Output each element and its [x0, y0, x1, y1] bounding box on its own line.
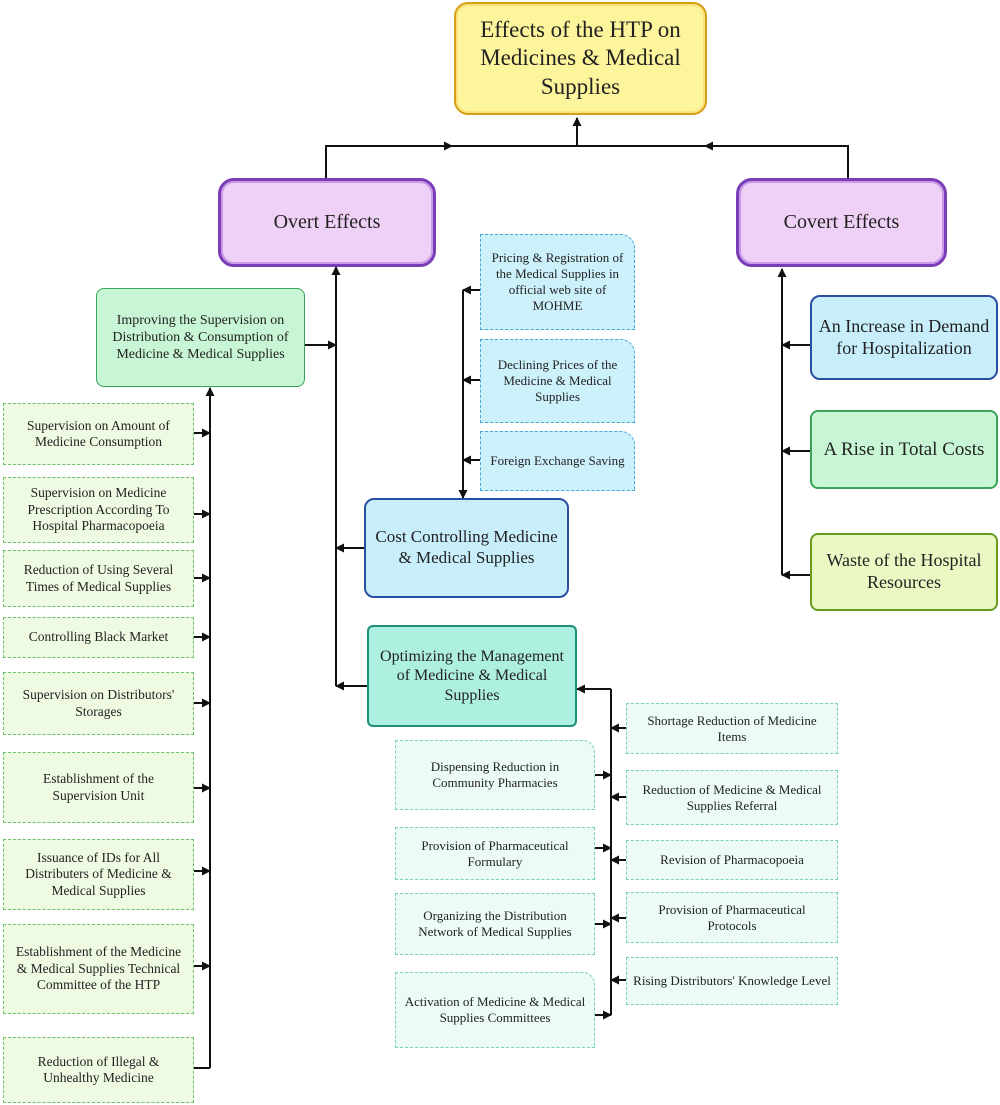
supervision-item: Supervision on Medicine Prescription Acc… [3, 477, 194, 543]
optimizing-management-label: Optimizing the Management of Medicine & … [380, 647, 564, 704]
cost-item-label: Foreign Exchange Saving [490, 453, 625, 469]
optimizing-item-label: Reduction of Medicine & Medical Supplies… [642, 781, 822, 813]
supervision-item: Supervision on Amount of Medicine Consum… [3, 403, 194, 465]
covert-item: Waste of the Hospital Resources [810, 533, 998, 611]
optimizing-item-label: Revision of Pharmacopoeia [660, 852, 804, 868]
supervision-item: Controlling Black Market [3, 617, 194, 658]
diagram-title-text: Effects of the HTP on Medicines & Medica… [480, 17, 681, 99]
cost-item-label: Pricing & Registration of the Medical Su… [491, 250, 624, 313]
cost-item-label: Declining Prices of the Medicine & Medic… [497, 357, 618, 404]
cost-item: Declining Prices of the Medicine & Medic… [480, 339, 635, 423]
optimizing-item-label: Organizing the Distribution Network of M… [418, 908, 572, 939]
diagram-title: Effects of the HTP on Medicines & Medica… [454, 2, 707, 115]
covert-item-label: A Rise in Total Costs [823, 438, 985, 460]
supervision-item-label: Controlling Black Market [28, 629, 169, 645]
covert-item: An Increase in Demand for Hospitalizatio… [810, 295, 998, 380]
optimizing-item: Dispensing Reduction in Community Pharma… [395, 740, 595, 810]
supervision-item: Reduction of Using Several Times of Medi… [3, 550, 194, 607]
optimizing-item: Shortage Reduction of Medicine Items [626, 703, 838, 754]
optimizing-item-label: Rising Distributors' Knowledge Level [633, 973, 831, 989]
optimizing-item-label: Provision of Pharmaceutical Protocols [658, 901, 806, 933]
supervision-item: Reduction of Illegal & Unhealthy Medicin… [3, 1037, 194, 1103]
optimizing-item-label: Activation of Medicine & Medical Supplie… [404, 994, 586, 1025]
supervision-item-label: Reduction of Illegal & Unhealthy Medicin… [37, 1053, 160, 1085]
optimizing-item: Provision of Pharmaceutical Protocols [626, 892, 838, 943]
cost-item: Foreign Exchange Saving [480, 431, 635, 491]
cost-item: Pricing & Registration of the Medical Su… [480, 234, 635, 330]
supervision-item-label: Supervision on Amount of Medicine Consum… [27, 417, 170, 449]
optimizing-item: Provision of Pharmaceutical Formulary [395, 827, 595, 880]
optimizing-item: Revision of Pharmacopoeia [626, 840, 838, 880]
optimizing-item-label: Dispensing Reduction in Community Pharma… [430, 759, 560, 790]
improving-supervision-node: Improving the Supervision on Distributio… [96, 288, 305, 387]
optimizing-management-node: Optimizing the Management of Medicine & … [367, 625, 577, 727]
improving-supervision-label: Improving the Supervision on Distributio… [112, 312, 289, 363]
supervision-item-label: Supervision on Distributors' Storages [22, 687, 175, 719]
overt-effects-node: Overt Effects [218, 178, 436, 267]
supervision-item-label: Establishment of the Supervision Unit [43, 771, 154, 803]
optimizing-item-label: Provision of Pharmaceutical Formulary [421, 837, 569, 869]
optimizing-item-label: Shortage Reduction of Medicine Items [647, 712, 817, 744]
supervision-item: Establishment of the Supervision Unit [3, 752, 194, 823]
supervision-item: Establishment of the Medicine & Medical … [3, 924, 194, 1014]
supervision-item-label: Establishment of the Medicine & Medical … [15, 944, 182, 993]
supervision-item-label: Issuance of IDs for All Distributers of … [25, 849, 172, 898]
covert-item-label: An Increase in Demand for Hospitalizatio… [818, 315, 990, 358]
covert-item: A Rise in Total Costs [810, 410, 998, 489]
supervision-item: Issuance of IDs for All Distributers of … [3, 839, 194, 910]
overt-effects-label: Overt Effects [273, 211, 381, 234]
covert-effects-node: Covert Effects [736, 178, 947, 267]
supervision-item-label: Reduction of Using Several Times of Medi… [23, 562, 174, 594]
cost-controlling-label: Cost Controlling Medicine & Medical Supp… [375, 527, 558, 567]
optimizing-item: Reduction of Medicine & Medical Supplies… [626, 770, 838, 825]
cost-controlling-node: Cost Controlling Medicine & Medical Supp… [364, 498, 569, 598]
optimizing-item: Rising Distributors' Knowledge Level [626, 957, 838, 1005]
supervision-item: Supervision on Distributors' Storages [3, 672, 194, 735]
supervision-item-label: Supervision on Medicine Prescription Acc… [27, 485, 170, 534]
optimizing-item: Organizing the Distribution Network of M… [395, 893, 595, 955]
covert-effects-label: Covert Effects [783, 211, 900, 234]
covert-item-label: Waste of the Hospital Resources [826, 550, 982, 592]
optimizing-item: Activation of Medicine & Medical Supplie… [395, 972, 595, 1048]
